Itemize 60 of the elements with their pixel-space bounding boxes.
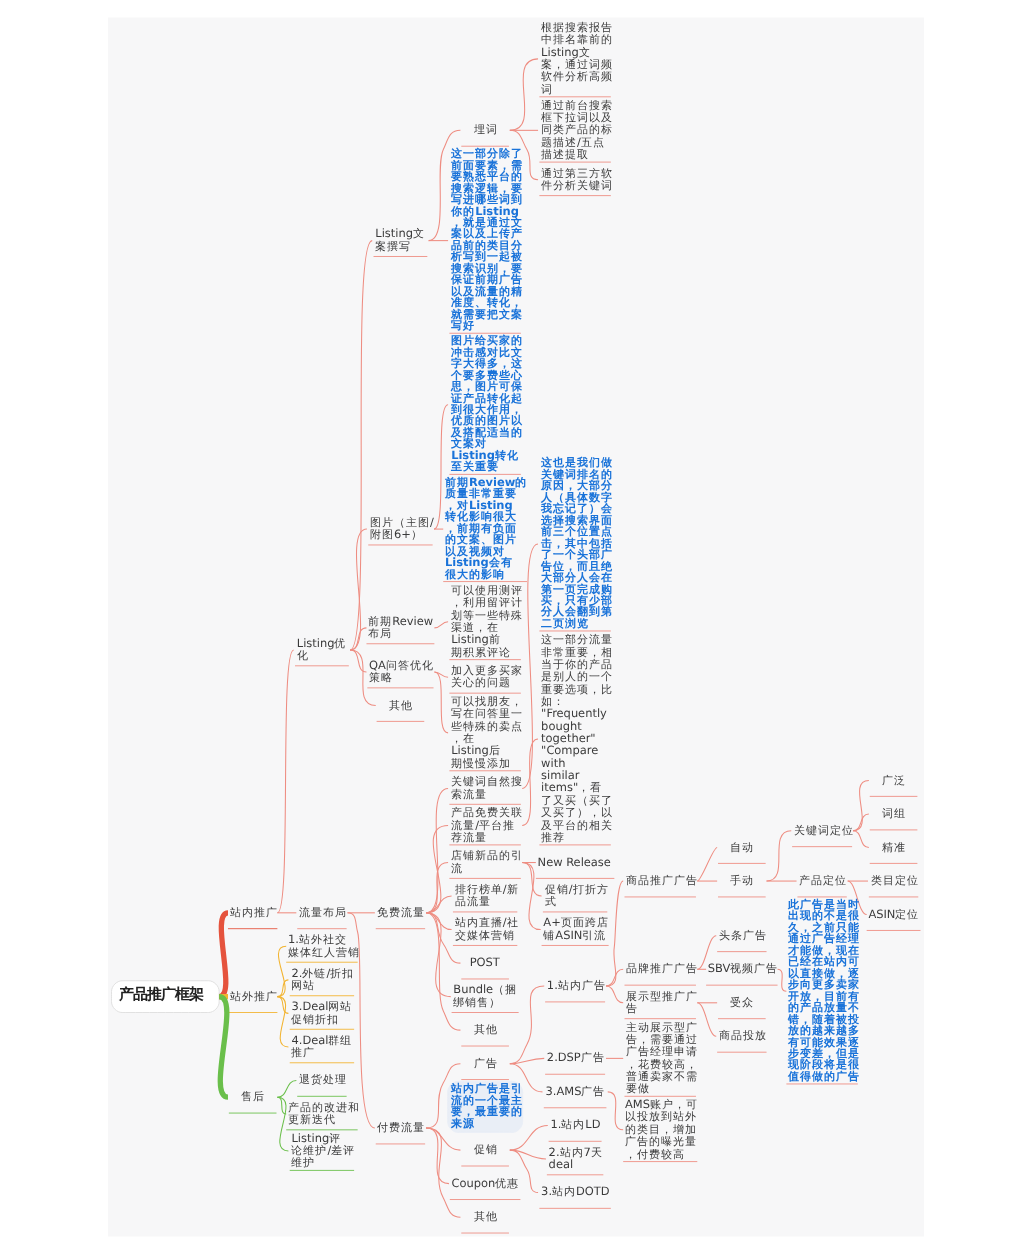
connector: [766, 880, 798, 882]
connector: [428, 240, 449, 242]
connector: [509, 129, 539, 131]
connector: [509, 58, 539, 131]
connector: [509, 1057, 545, 1065]
connector: [276, 996, 289, 1014]
connector: [433, 621, 449, 629]
connector: [847, 880, 868, 916]
connector: [607, 1091, 624, 1131]
connector: [276, 912, 297, 914]
connector: [509, 1063, 543, 1093]
connector: [276, 649, 295, 914]
connector: [349, 649, 377, 707]
connector: [696, 1002, 717, 1037]
connector: [276, 945, 287, 998]
connector: [276, 979, 289, 998]
connector: [509, 129, 539, 181]
connector: [349, 649, 367, 673]
connector: [276, 1079, 297, 1098]
connector: [425, 912, 452, 998]
connector: [349, 528, 368, 651]
connector: [509, 1149, 547, 1160]
connector: [425, 1127, 450, 1185]
connector: [349, 240, 373, 651]
connector: [425, 1127, 461, 1218]
connector: [276, 1096, 287, 1115]
connector: [425, 824, 449, 914]
connector: [433, 671, 449, 678]
connector: [509, 985, 545, 1065]
connector: [425, 787, 449, 914]
connector: [696, 1002, 718, 1004]
connector: [852, 830, 870, 849]
connector: [509, 1149, 539, 1193]
connector: [696, 880, 718, 882]
connector: [425, 1063, 461, 1129]
connector: [349, 627, 367, 651]
connector: [605, 985, 624, 1004]
connector: [433, 528, 444, 530]
connector: [276, 996, 289, 1048]
connector: [347, 912, 376, 914]
connector: [852, 813, 870, 832]
connector: [433, 671, 449, 734]
connector: [425, 912, 461, 1031]
connector: [433, 404, 449, 530]
connector: [766, 830, 792, 882]
connector: [347, 912, 376, 1129]
connector: [696, 968, 707, 970]
connector: [696, 847, 718, 882]
connector: [521, 543, 539, 789]
connector: [847, 880, 869, 882]
connector: [777, 968, 787, 992]
connector: [276, 1096, 289, 1152]
connector: [852, 779, 870, 832]
connector: [696, 935, 717, 970]
connector: [605, 968, 624, 987]
connector: [521, 738, 539, 826]
connector: [428, 129, 461, 242]
connector: [425, 895, 453, 914]
connector: [605, 1057, 624, 1059]
connector: [509, 1124, 549, 1151]
